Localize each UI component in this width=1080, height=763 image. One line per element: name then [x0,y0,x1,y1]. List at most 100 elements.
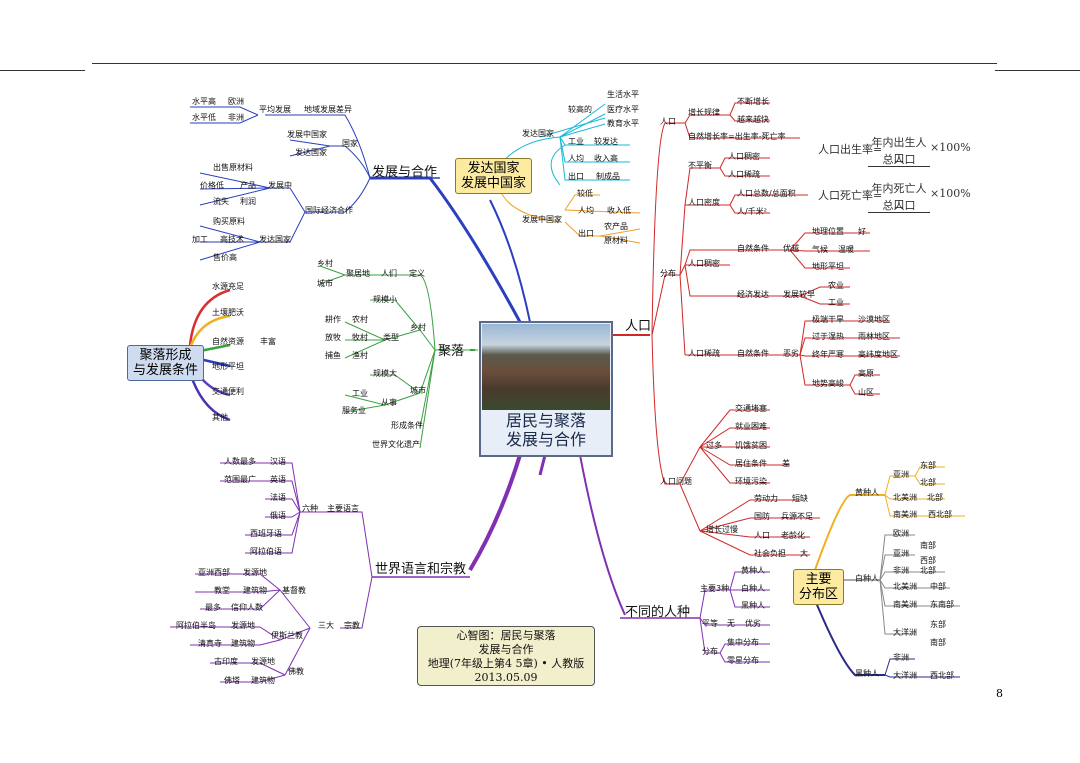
node-distribution-l2: 分布区 [799,587,839,602]
label-russian: 俄语 [270,511,286,520]
label-warm: 温暖 [838,245,854,254]
label-sparse-2: 人口稀疏 [688,349,720,358]
label-dist-africa-north: 北部 [920,566,936,575]
label-high-terrain: 地势高峻 [812,379,844,388]
label-widest: 范围最广 [224,475,256,484]
label-poor: 差 [782,459,790,468]
label-medical-level: 医疗水平 [607,105,639,114]
label-dist-europe: 欧洲 [893,529,909,538]
label-more-dev: 较发达 [594,137,618,146]
label-avg-high: 水平高 [192,97,216,106]
center-node: 居民与聚落发展与合作 [479,321,613,457]
label-desert: 沙漠地区 [858,315,890,324]
formula-death-pct: ×100% [930,187,971,200]
label-dist-yellow: 黄种人 [855,488,879,497]
label-english: 英语 [270,475,286,484]
label-engage: 从事 [381,398,397,407]
label-pop-2: 人口 [754,531,770,540]
label-dist-na-north: 北部 [927,493,943,502]
label-buy-raw: 购买原料 [213,217,245,226]
label-dense: 人口稠密 [728,152,760,161]
label-high-lat: 高纬度地区 [858,350,898,359]
label-dist-oce-east: 东部 [930,620,946,629]
label-dist-oceania: 大洋洲 [893,628,917,637]
label-dist-west: 西部 [920,556,936,565]
label-white: 白种人 [741,584,765,593]
label-employment: 就业困难 [735,422,767,431]
label-defense: 国防 [754,512,770,521]
population-sublines [651,102,900,556]
label-building: 建筑物 [243,586,267,595]
label-service: 服务业 [342,406,366,415]
develop-sublines [190,106,371,261]
label-mosque: 清真寺 [198,639,222,648]
label-income-high: 收入高 [594,154,618,163]
label-climate: 气候 [812,245,828,254]
label-dist-sa: 南美洲 [893,510,917,519]
branch-develop-line [370,176,522,323]
label-origin: 发源地 [243,568,267,577]
label-other: 其他 [212,413,228,422]
label-chinese: 汉语 [270,457,286,466]
label-church: 教堂 [214,586,230,595]
label-type: 类型 [383,333,399,342]
label-arabic: 阿拉伯语 [250,547,282,556]
label-most-speakers: 人数最多 [224,457,256,466]
label-equal: 平等 [702,619,718,628]
label-origin-2: 发源地 [231,621,255,630]
label-village: 乡村 [317,259,333,268]
label-water: 水源充足 [212,282,244,291]
label-big: 大 [800,549,808,558]
label-faster: 越来越快 [737,115,769,124]
label-traffic: 交通堵塞 [735,404,767,413]
label-city: 城市 [317,279,333,288]
label-fishing: 捕鱼 [325,351,341,360]
label-natural-cond-2: 自然条件 [737,349,769,358]
branch-language-line [468,454,522,572]
label-natural-res: 自然资源 [212,337,244,346]
label-people: 人们 [381,269,397,278]
node-distribution: 主要分布区 [793,569,845,605]
label-west-asia: 亚洲西部 [198,568,230,577]
label-too-many: 过多 [706,441,722,450]
language-sublines [170,462,373,683]
label-building-3: 建筑物 [251,676,275,685]
label-residence: 聚居地 [346,269,370,278]
label-income-low: 收入低 [607,206,631,215]
label-dist-africa-2: 非洲 [893,653,909,662]
label-developed-country-2: 发达国家 [522,129,554,138]
distribution-sublines [814,466,965,678]
label-dist-sa-se: 东南部 [930,600,954,609]
label-soil: 土壤肥沃 [212,308,244,317]
branch-race-line [579,454,626,616]
label-geo-location: 地理位置 [812,227,844,236]
label-sell-raw: 出售原材料 [213,163,253,172]
label-black: 黑种人 [741,601,765,610]
label-intl-coop: 国际经济合作 [305,206,353,215]
label-industry: 工业 [568,137,584,146]
label-economy-dev: 经济发达 [737,290,769,299]
label-raw-material: 原材料 [604,236,628,245]
formula-birth-den: 总人口 [882,153,916,166]
label-good: 好 [858,227,866,236]
label-origin-3: 发源地 [251,657,275,666]
label-french: 法语 [270,493,286,502]
label-social-burden: 社会负担 [754,549,786,558]
node-factors: 聚落形成与发展条件 [127,345,205,381]
label-edu-level: 教育水平 [607,119,639,128]
label-city-2: 城市 [410,386,426,395]
label-developing-country: 发展中国家 [287,130,327,139]
label-severe-cold: 终年严寒 [812,350,844,359]
legend-line2: 发展与合作 [478,643,534,656]
label-industry-2: 工业 [352,389,368,398]
label-density-formula: 人口总数/总面积 [737,189,796,198]
label-country: 国家 [342,139,358,148]
label-transport: 交通便利 [212,387,244,396]
formula-death-den: 总人口 [882,199,916,212]
label-superior: 优越 [783,244,799,253]
label-three-races: 主要3种 [700,584,730,593]
label-hightech: 高技术 [220,235,244,244]
label-process: 加工 [192,235,208,244]
label-definition: 定义 [409,269,425,278]
